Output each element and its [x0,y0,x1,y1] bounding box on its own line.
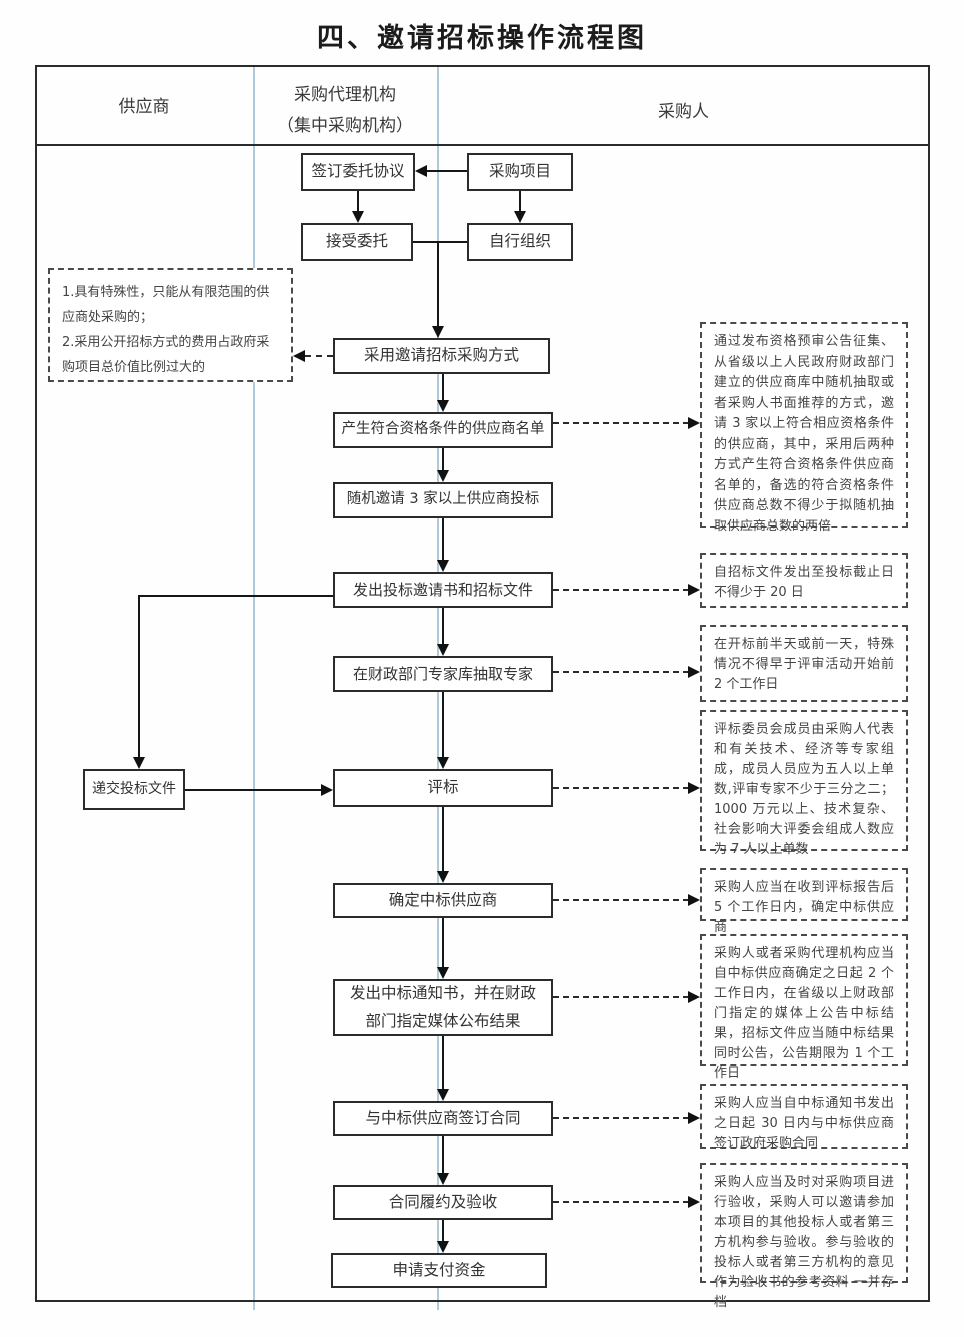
column-header-agency: 采购代理机构 （集中采购机构） [253,80,437,142]
connector-contract-to-acceptance [442,1136,444,1174]
arrow-down-into-sign-contract [437,1089,449,1101]
arrow-down-into-issue-invitation [437,560,449,572]
arrow-down-into-self-organize [514,211,526,223]
dashed-connector-winner-to-note5 [553,899,689,901]
dashed-connector-evaluation-to-note4 [553,787,689,789]
arrow-left-into-left-note [293,350,305,362]
flow-box-evaluation: 评标 [333,769,553,807]
arrow-right-into-note8 [688,1196,700,1208]
flow-box-accept-entrustment: 接受委托 [301,223,413,261]
arrow-right-into-note3 [688,666,700,678]
flow-box-performance-acceptance: 合同履约及验收 [333,1185,553,1220]
note-announce-result: 采购人或者采购代理机构应当自中标供应商确定之日起 2 个工作日内，在省级以上财政… [700,934,908,1081]
flow-box-procurement-project: 采购项目 [467,153,573,191]
connector-acceptance-to-payment [442,1220,444,1242]
arrow-down-into-determine-winner [437,871,449,883]
flow-box-sign-agreement: 签订委托协议 [301,153,415,191]
connector-accept-self-join [413,241,467,243]
connector-issue-to-supplier-horizontal [138,595,333,597]
connector-adopt-to-list [442,374,444,402]
header-separator-line [35,144,930,146]
connector-list-to-invite [442,448,444,471]
connector-join-to-adopt-method [437,241,439,327]
left-condition-note-line2: 2.采用公开招标方式的费用占政府采购项目总价值比例过大的 [62,335,270,375]
note-acceptance-check: 采购人应当及时对采购项目进行验收，采购人可以邀请参加本项目的其他投标人或者第三方… [700,1163,908,1310]
arrow-right-into-note1 [688,417,700,429]
arrow-down-into-submit-bid [133,757,145,769]
arrow-right-into-note4 [688,782,700,794]
flow-box-generate-list: 产生符合资格条件的供应商名单 [333,412,553,448]
dashed-connector-adopt-to-left-note [305,355,333,357]
arrow-down-into-evaluation [437,757,449,769]
connector-evaluation-to-winner [442,807,444,872]
page-title: 四、邀请招标操作流程图 [317,23,647,54]
flow-box-extract-experts: 在财政部门专家库抽取专家 [333,656,553,692]
flow-box-determine-winner: 确定中标供应商 [333,883,553,918]
flow-box-self-organize: 自行组织 [467,223,573,261]
dashed-connector-issue-to-note2 [553,589,689,591]
left-condition-note-line1: 1.具有特殊性，只能从有限范围的供应商处采购的； [62,285,270,325]
connector-notice-to-contract [442,1036,444,1090]
arrow-down-into-extract-experts [437,644,449,656]
connector-winner-to-notice [442,918,444,968]
column-header-agency-line1: 采购代理机构 [294,85,396,105]
flow-box-sign-contract: 与中标供应商签订合同 [333,1101,553,1136]
arrow-right-into-note2 [688,584,700,596]
dashed-connector-notice-to-note6 [553,996,689,998]
dashed-connector-experts-to-note3 [553,671,689,673]
connector-project-to-agreement [426,170,467,172]
column-header-purchaser: 采购人 [658,102,709,122]
note-30-days-contract: 采购人应当自中标通知书发出之日起 30 日内与中标供应商签订政府采购合同 [700,1084,908,1151]
arrow-right-into-note6 [688,991,700,1003]
connector-experts-to-evaluation [442,692,444,758]
connector-invite-to-issue [442,518,444,561]
dashed-connector-list-to-note1 [553,422,689,424]
flow-box-issue-notice: 发出中标通知书，并在财政部门指定媒体公布结果 [333,979,553,1036]
arrow-right-into-evaluation [321,784,333,796]
note-expert-extraction-time: 在开标前半天或前一天，特殊情况不得早于评审活动开始前 2 个工作日 [700,625,908,702]
arrow-down-into-generate-list [437,400,449,412]
connector-submit-bid-to-evaluation [185,789,322,791]
flow-box-adopt-method: 采用邀请招标采购方式 [333,338,550,374]
connector-down-to-submit-bid [138,595,140,758]
arrow-left-into-sign-agreement [415,165,427,177]
flow-box-issue-invitation: 发出投标邀请书和招标文件 [333,572,553,608]
connector-issue-to-experts [442,608,444,645]
dashed-connector-contract-to-note7 [553,1117,689,1119]
column-header-agency-line2: （集中采购机构） [277,116,413,136]
note-20-days: 自招标文件发出至投标截止日不得少于 20 日 [700,553,908,608]
flow-box-submit-bid: 递交投标文件 [83,769,185,810]
arrow-down-into-issue-notice [437,967,449,979]
connector-agreement-to-accept [357,191,359,213]
dashed-connector-acceptance-to-note8 [553,1201,689,1203]
column-header-supplier: 供应商 [118,97,170,117]
chart-outer-border [35,65,930,1302]
connector-project-to-self-organize [519,191,521,213]
left-condition-note: 1.具有特殊性，只能从有限范围的供应商处采购的； 2.采用公开招标方式的费用占政… [48,268,293,382]
arrow-right-into-note5 [688,894,700,906]
column-divider-left [253,65,255,1310]
arrow-down-into-random-invite [437,470,449,482]
flow-box-apply-payment: 申请支付资金 [331,1253,547,1288]
arrow-right-into-note7 [688,1112,700,1124]
arrow-down-into-adopt-method [432,326,444,338]
note-evaluation-committee: 评标委员会成员由采购人代表和有关技术、经济等专家组成，成员人员应为五人以上单数,… [700,710,908,857]
note-qualified-suppliers: 通过发布资格预审公告征集、从省级以上人民政府财政部门建立的供应商库中随机抽取或者… [700,322,908,534]
arrow-down-into-performance-acceptance [437,1173,449,1185]
note-5-working-days: 采购人应当在收到评标报告后 5 个工作日内，确定中标供应商 [700,868,908,935]
arrow-down-into-accept-entrustment [352,211,364,223]
arrow-down-into-apply-payment [437,1241,449,1253]
flow-box-random-invite: 随机邀请 3 家以上供应商投标 [333,482,553,518]
